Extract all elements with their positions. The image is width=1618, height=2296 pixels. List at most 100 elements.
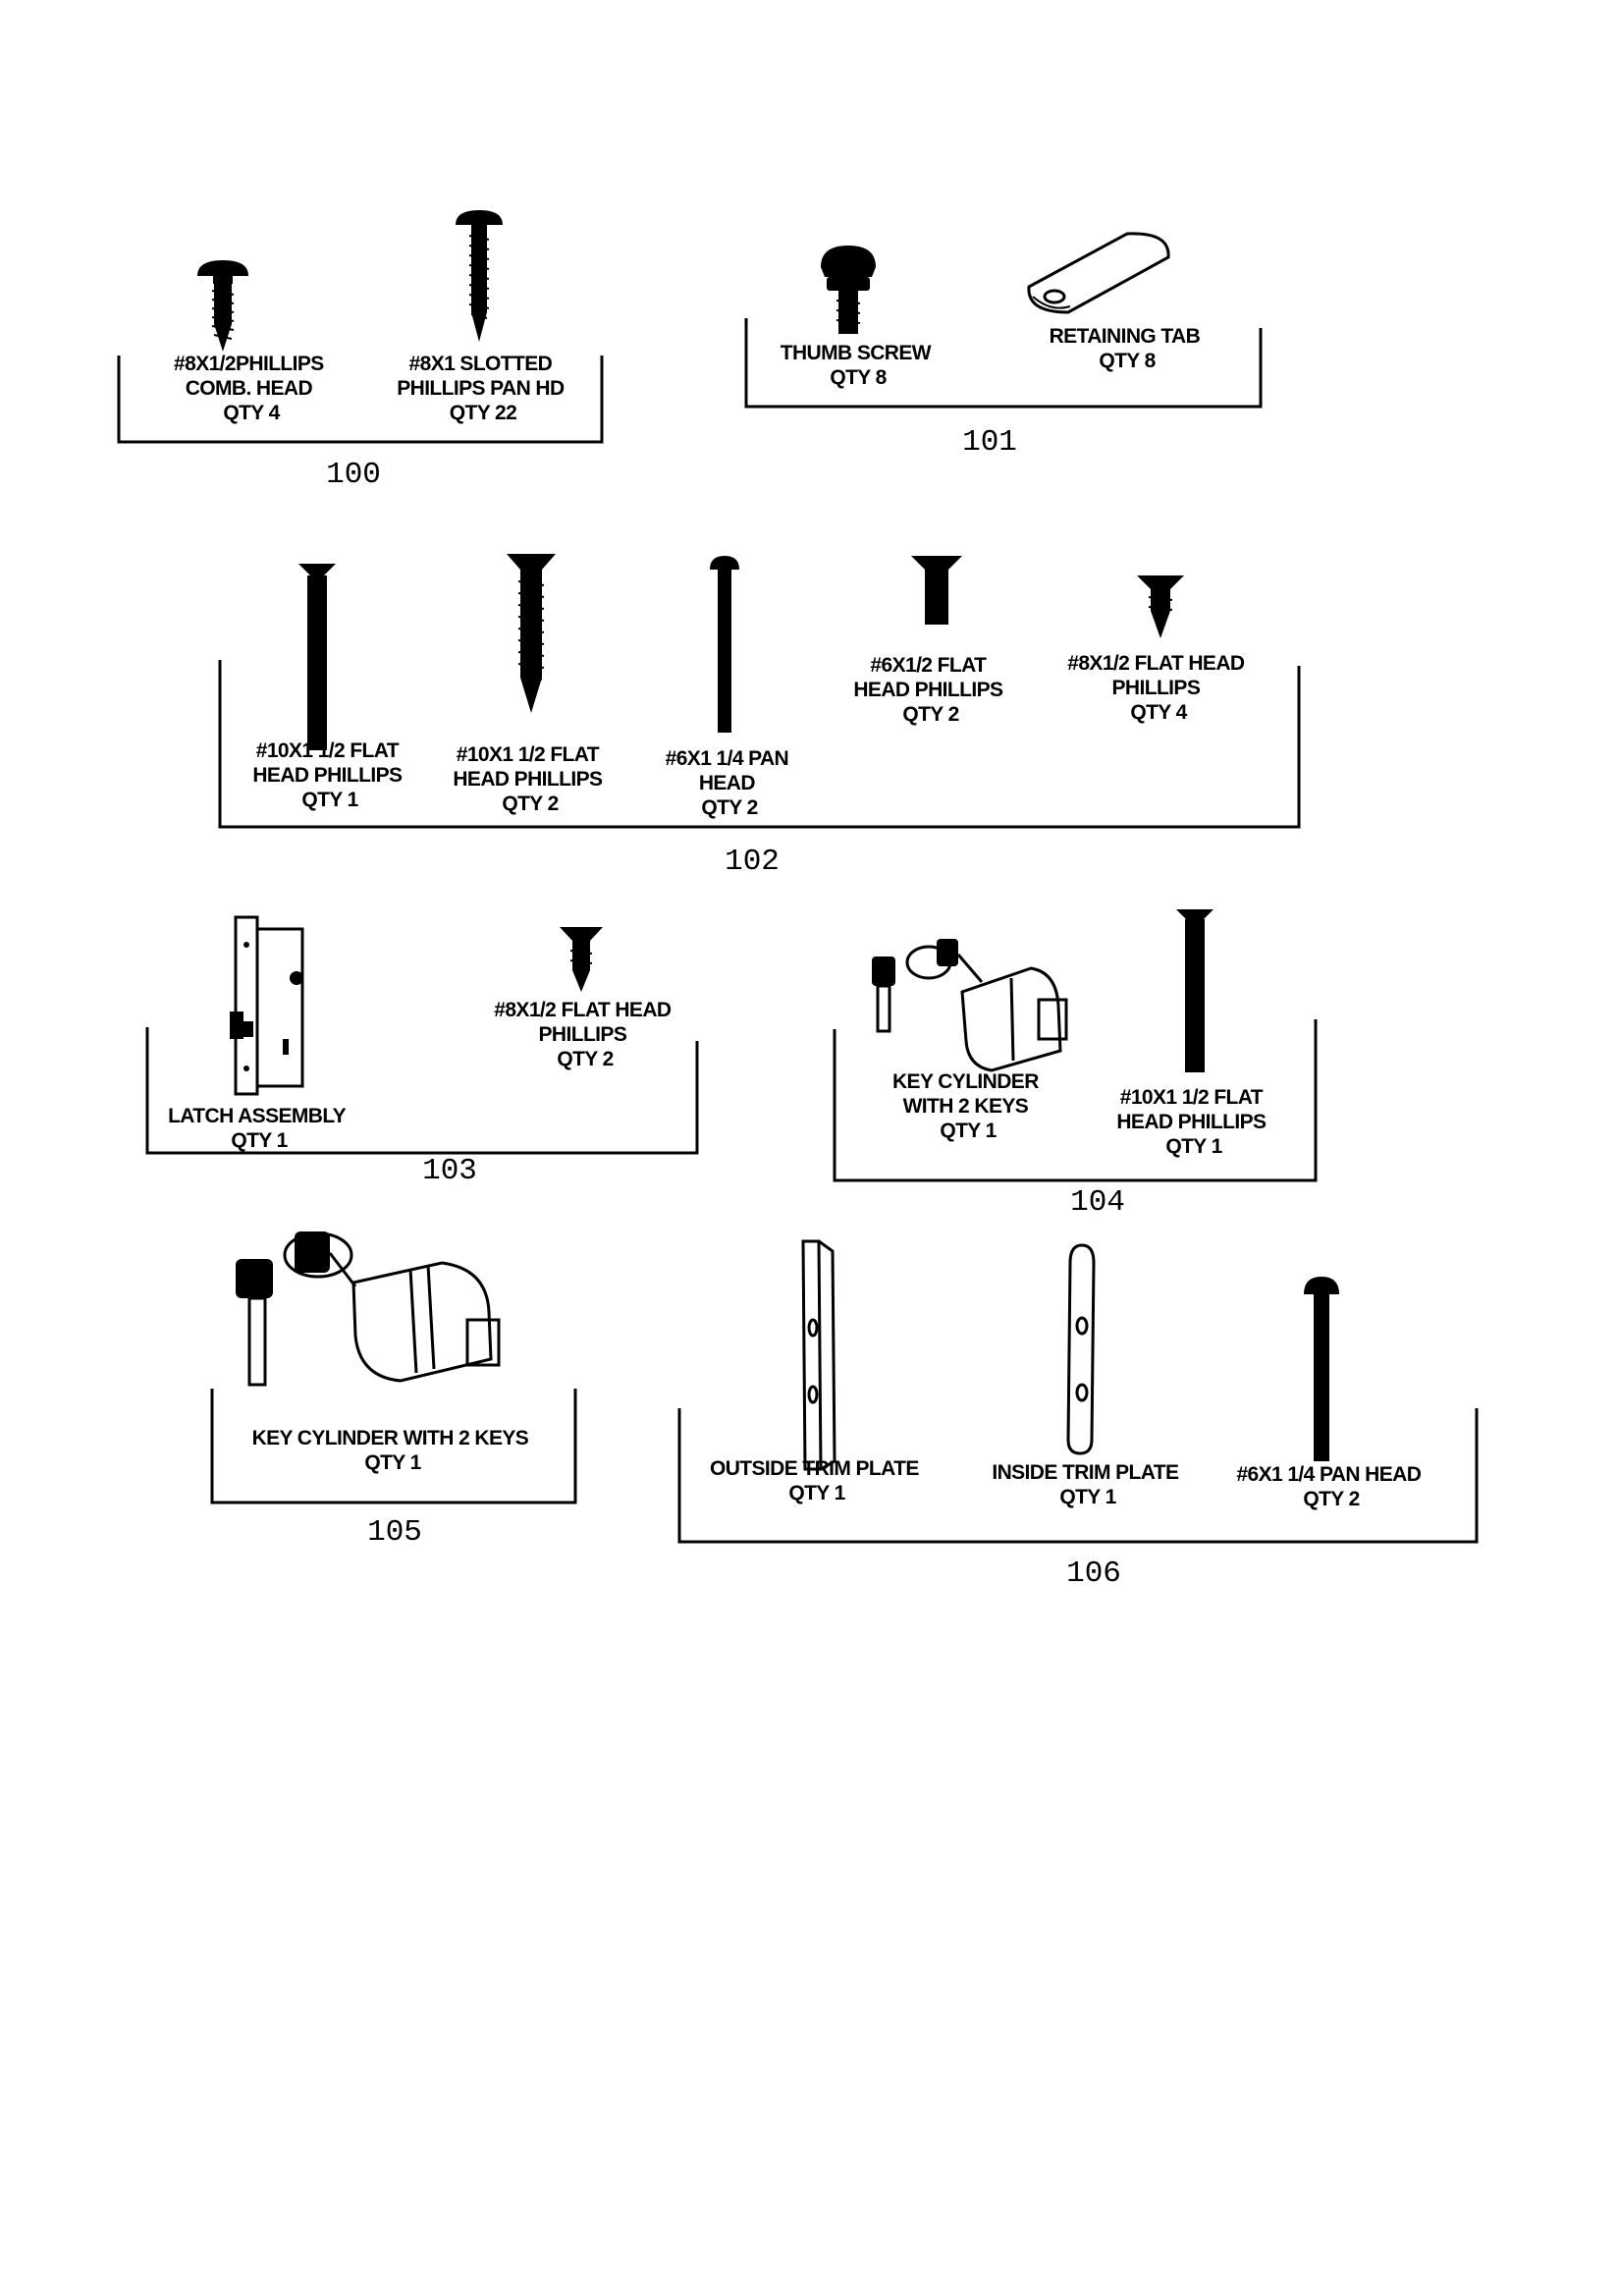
flat-head-screw-icon: [507, 554, 556, 713]
part-label-line: #8X1/2 FLAT HEAD: [1067, 652, 1245, 675]
part-label: #8X1/2 FLAT HEAD PHILLIPS QTY 2: [494, 999, 675, 1070]
part-label-line: WITH 2 KEYS: [903, 1095, 1029, 1118]
part-label-line: QTY 2: [502, 793, 558, 815]
group-101: THUMB SCREW QTY 8 RETAINING TAB QTY 8 10…: [744, 232, 1263, 460]
group-104: KEY CYLINDER WITH 2 KEYS QTY 1 #10X1 1/2…: [833, 909, 1318, 1220]
part-label-line: #8X1/2 FLAT HEAD: [494, 999, 672, 1021]
part-label-line: QTY 1: [1165, 1135, 1222, 1158]
part-label-line: QTY 1: [364, 1451, 421, 1474]
pan-head-screw-icon: [1304, 1277, 1339, 1461]
group-103-bracket: [145, 1027, 699, 1155]
group-number: 104: [1070, 1185, 1125, 1220]
part-label-line: QTY 2: [557, 1048, 613, 1070]
inside-trim-plate-icon: [1066, 1243, 1096, 1455]
part-label-line: QTY 2: [701, 796, 757, 819]
part-label-line: RETAINING TAB: [1050, 325, 1201, 348]
part-label-line: QTY 4: [223, 402, 280, 424]
part-label-line: #8X1 SLOTTED: [409, 353, 553, 375]
pan-head-screw-icon: [710, 556, 739, 733]
part-label-line: COMB. HEAD: [186, 377, 313, 400]
part-label: INSIDE TRIM PLATE QTY 1: [992, 1461, 1183, 1508]
part-label-line: INSIDE TRIM PLATE: [992, 1461, 1179, 1484]
group-number: 106: [1066, 1557, 1121, 1591]
group-number: 105: [367, 1515, 422, 1550]
part-label: #6X1 1/4 PAN HEAD QTY 2: [1236, 1463, 1426, 1510]
group-101-bracket: [744, 318, 1263, 409]
part-label-line: HEAD PHILLIPS: [1116, 1111, 1267, 1133]
group-106-bracket: [677, 1408, 1479, 1544]
part-label-line: QTY 8: [830, 366, 887, 389]
part-label: KEY CYLINDER WITH 2 KEYS QTY 1: [252, 1427, 534, 1474]
part-label: #10X1 1/2 FLAT HEAD PHILLIPS QTY 1: [1116, 1086, 1270, 1158]
thumb-screw-icon: [821, 246, 876, 334]
part-label-line: QTY 22: [450, 402, 516, 424]
pan-head-screw-icon: [197, 260, 248, 352]
part-label-line: QTY 1: [788, 1482, 845, 1504]
group-100: #8X1/2PHILLIPS COMB. HEAD QTY 4 #8X1 SLO…: [117, 210, 604, 492]
part-label-line: #6X1 1/4 PAN: [666, 747, 789, 770]
group-number: 100: [326, 458, 381, 492]
group-103: LATCH ASSEMBLY QTY 1 #8X1/2 FLAT HEAD PH…: [145, 915, 699, 1188]
retaining-tab-icon: [1027, 232, 1170, 314]
part-label-line: KEY CYLINDER WITH 2 KEYS: [252, 1427, 529, 1449]
part-label-line: QTY 8: [1099, 350, 1156, 372]
part-label-line: PHILLIPS PAN HD: [397, 377, 565, 400]
pan-head-screw-icon: [456, 210, 503, 342]
part-label: RETAINING TAB QTY 8: [1050, 325, 1206, 372]
flat-head-screw-icon: [1137, 575, 1184, 638]
part-label-line: #10X1 1/2 FLAT: [256, 739, 400, 762]
group-104-bracket: [833, 1019, 1318, 1182]
part-label: #8X1 SLOTTED PHILLIPS PAN HD QTY 22: [397, 353, 569, 424]
group-102: #10X1 1/2 FLAT HEAD PHILLIPS QTY 1 #10X1…: [218, 554, 1301, 879]
part-label-line: HEAD PHILLIPS: [252, 764, 403, 787]
part-label-line: #10X1 1/2 FLAT: [1120, 1086, 1264, 1109]
group-number: 102: [725, 845, 780, 879]
latch-assembly-icon: [230, 915, 304, 1096]
part-label: KEY CYLINDER WITH 2 KEYS QTY 1: [892, 1070, 1044, 1142]
part-label-line: QTY 1: [231, 1129, 288, 1152]
part-label: #10X1 1/2 FLAT HEAD PHILLIPS QTY 2: [453, 743, 607, 815]
part-label-line: QTY 2: [1303, 1488, 1359, 1510]
group-105: KEY CYLINDER WITH 2 KEYS QTY 1 105: [210, 1231, 577, 1550]
part-label-line: QTY 2: [902, 703, 958, 726]
part-label-line: HEAD PHILLIPS: [853, 679, 1003, 701]
outside-trim-plate-icon: [801, 1239, 836, 1471]
part-label-line: THUMB SCREW: [781, 342, 932, 364]
part-label-line: QTY 1: [1059, 1486, 1116, 1508]
part-label-line: PHILLIPS: [539, 1023, 627, 1046]
part-label-line: #10X1 1/2 FLAT: [457, 743, 600, 766]
part-label-line: LATCH ASSEMBLY: [168, 1105, 347, 1127]
key-cylinder-icon: [236, 1231, 501, 1387]
flat-head-screw-icon: [560, 927, 603, 992]
part-label-line: HEAD: [699, 772, 756, 794]
group-number: 103: [422, 1154, 477, 1188]
part-label-line: OUTSIDE TRIM PLATE: [710, 1457, 919, 1480]
flat-head-screw-icon: [1176, 909, 1214, 1072]
part-label: #6X1/2 FLAT HEAD PHILLIPS QTY 2: [853, 654, 1007, 726]
part-label-line: HEAD PHILLIPS: [453, 768, 603, 791]
part-label-line: KEY CYLINDER: [892, 1070, 1039, 1093]
part-label-line: #8X1/2PHILLIPS: [174, 353, 324, 375]
group-102-bracket: [218, 660, 1301, 829]
part-label-line: PHILLIPS: [1112, 677, 1201, 699]
part-label-line: QTY 1: [301, 789, 358, 811]
group-105-bracket: [210, 1389, 577, 1504]
flat-head-screw-icon: [298, 564, 336, 750]
part-label-line: #6X1 1/4 PAN HEAD: [1236, 1463, 1421, 1486]
part-label: #10X1 1/2 FLAT HEAD PHILLIPS QTY 1: [252, 739, 406, 811]
group-100-bracket: [117, 355, 604, 444]
part-label-line: #6X1/2 FLAT: [870, 654, 987, 677]
part-label: #8X1/2 FLAT HEAD PHILLIPS QTY 4: [1067, 652, 1249, 724]
part-label-line: QTY 1: [940, 1120, 997, 1142]
group-number: 101: [962, 425, 1017, 460]
flat-head-screw-icon: [911, 556, 962, 625]
part-label-line: QTY 4: [1130, 701, 1187, 724]
part-label: LATCH ASSEMBLY QTY 1: [168, 1105, 351, 1152]
part-label: #8X1/2PHILLIPS COMB. HEAD QTY 4: [174, 353, 329, 424]
part-label: THUMB SCREW QTY 8: [781, 342, 936, 389]
group-106: OUTSIDE TRIM PLATE QTY 1 INSIDE TRIM PLA…: [677, 1239, 1479, 1591]
key-cylinder-icon: [872, 939, 1068, 1072]
part-label: OUTSIDE TRIM PLATE QTY 1: [710, 1457, 924, 1504]
part-label: #6X1 1/4 PAN HEAD QTY 2: [666, 747, 794, 819]
